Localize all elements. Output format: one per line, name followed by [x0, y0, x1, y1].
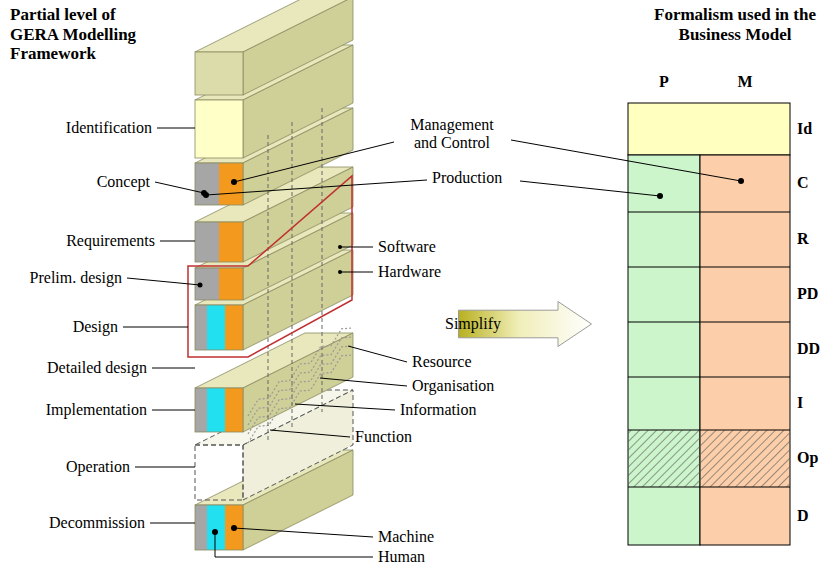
- callout-label: Design: [73, 318, 118, 336]
- callout-label: Software: [378, 238, 436, 256]
- table-label: M: [737, 73, 752, 91]
- arrow-text: Simplify: [445, 315, 501, 333]
- table-label: R: [797, 230, 809, 248]
- callout-label: Operation: [66, 458, 130, 476]
- callout-label: Resource: [412, 353, 472, 371]
- callout-label: Production: [432, 169, 502, 187]
- callout-label: Decommission: [49, 514, 145, 532]
- table-label: DD: [797, 340, 820, 358]
- table-label: I: [797, 394, 803, 412]
- table-label: C: [797, 174, 809, 192]
- callout-label: Organisation: [412, 377, 494, 395]
- callout-label: Concept: [97, 173, 150, 191]
- simplify-arrow: Simplify: [458, 301, 592, 347]
- table-label: PD: [797, 285, 818, 303]
- callout-label: Management and Control: [397, 116, 507, 153]
- table-label: Id: [797, 120, 812, 138]
- table-label: Op: [797, 449, 818, 467]
- table-label: D: [797, 507, 809, 525]
- callout-label: Requirements: [66, 232, 155, 250]
- callout-label: Information: [400, 401, 476, 419]
- callout-label: Detailed design: [47, 359, 147, 377]
- callout-label: Identification: [66, 119, 152, 137]
- callout-label: Hardware: [378, 263, 441, 281]
- callout-label: Machine: [378, 528, 434, 546]
- table-label: P: [659, 73, 669, 91]
- callout-label: Function: [355, 428, 412, 446]
- heading: Formalism used in the Business Model: [649, 5, 821, 44]
- callout-label: Prelim. design: [30, 269, 122, 287]
- heading: Partial level of GERA Modelling Framewor…: [10, 5, 160, 64]
- callout-label: Implementation: [46, 401, 147, 419]
- callout-label: Human: [378, 548, 425, 566]
